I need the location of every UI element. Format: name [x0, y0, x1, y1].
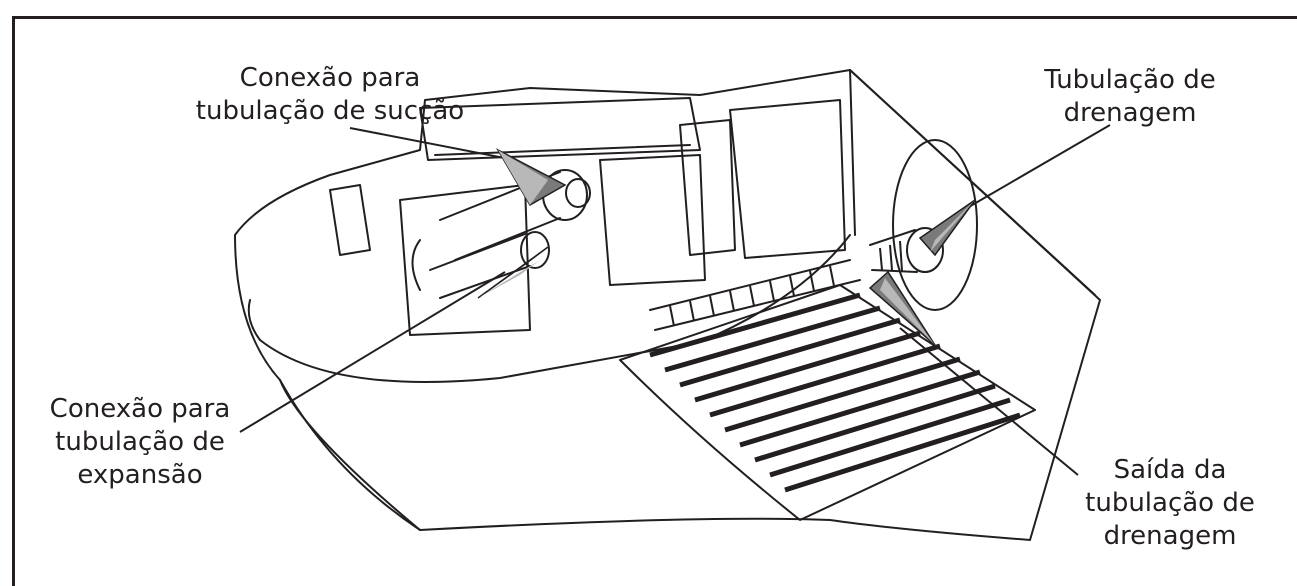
label-expansion-line-3: expansão [77, 460, 203, 490]
front-edge [259, 234, 851, 383]
drain-hose [649, 259, 861, 331]
leader-expansion [239, 271, 506, 433]
leader-suction [349, 127, 516, 161]
leader-outlet [899, 327, 1079, 476]
label-outlet-line-2: tubulação de [1085, 488, 1255, 518]
label-drain-tube: Tubulação de drenagem [1000, 64, 1260, 130]
label-drain-line-2: drenagem [1063, 98, 1197, 128]
label-expansion-line-1: Conexão para [49, 394, 231, 424]
side-fan-opening [892, 139, 978, 311]
label-suction-line-2: tubulação de sucção [195, 96, 465, 126]
label-drain-line-1: Tubulação de [1044, 65, 1216, 95]
label-suction-line-1: Conexão para [239, 63, 421, 93]
label-outlet-line-1: Saída da [1113, 455, 1227, 485]
label-suction-connection: Conexão para tubulação de sucção [185, 62, 475, 128]
label-drain-outlet: Saída da tubulação de drenagem [1050, 454, 1290, 553]
arrow-expansion [477, 246, 549, 299]
diagram-frame [12, 16, 1297, 586]
air-grille [619, 284, 1036, 521]
label-expansion-connection: Conexão para tubulação de expansão [10, 393, 270, 492]
label-expansion-line-2: tubulação de [55, 427, 225, 457]
label-outlet-line-3: drenagem [1103, 521, 1237, 551]
leader-drain [954, 124, 1111, 216]
